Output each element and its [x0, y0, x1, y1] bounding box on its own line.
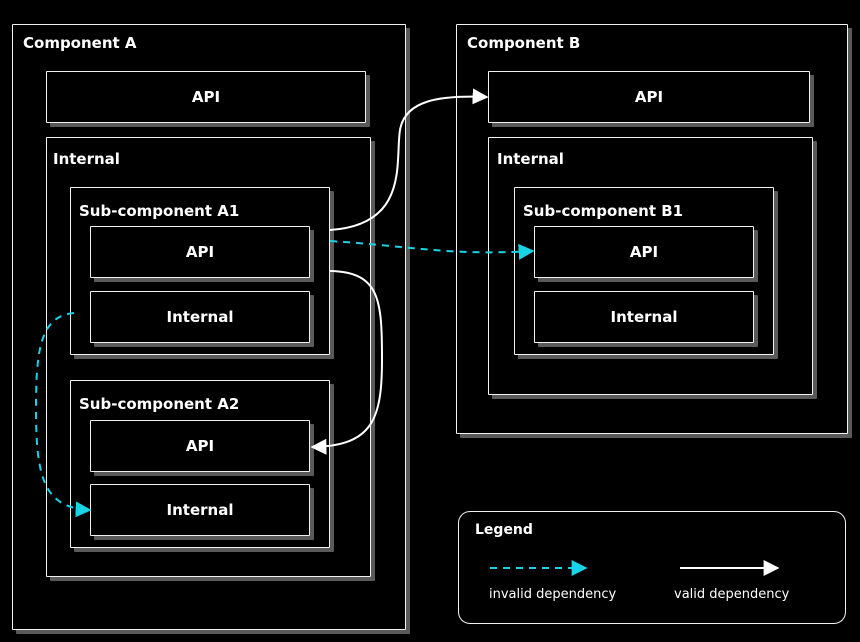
component-b: Component B	[456, 24, 848, 434]
sub-component-a1-title: Sub-component A1	[79, 202, 240, 220]
component-a: Component A	[12, 24, 406, 630]
sub-component-b1: Sub-component B1	[514, 187, 774, 355]
sub-component-a2: Sub-component A2	[70, 380, 330, 548]
legend-invalid-label: invalid dependency	[489, 587, 617, 602]
sub-component-a2-title: Sub-component A2	[79, 395, 240, 413]
component-a-api-label: API	[191, 88, 221, 106]
component-a-internal: Internal	[46, 137, 371, 577]
legend-valid-label: valid dependency	[674, 587, 790, 602]
sub-component-b1-api-label: API	[629, 243, 659, 261]
component-b-internal: Internal	[488, 137, 813, 395]
sub-component-b1-internal-label: Internal	[610, 308, 678, 326]
legend-title: Legend	[475, 522, 533, 538]
valid-arrow-a1-api-to-b-api	[329, 88, 489, 231]
sub-component-b1-internal: Internal	[534, 291, 754, 343]
sub-component-a1-internal-label: Internal	[166, 308, 234, 326]
component-a-title: Component A	[23, 34, 137, 52]
component-b-internal-title: Internal	[497, 150, 564, 168]
sub-component-a2-api: API	[90, 420, 310, 472]
invalid-arrow-a1-api-to-b1-api	[329, 240, 535, 260]
component-b-title: Component B	[467, 34, 581, 52]
legend: Legend invalid dependency valid dependen…	[458, 511, 846, 624]
sub-component-a2-api-label: API	[185, 437, 215, 455]
sub-component-b1-title: Sub-component B1	[523, 202, 684, 220]
sub-component-a1-api: API	[90, 226, 310, 278]
component-b-api-label: API	[634, 88, 664, 106]
component-a-internal-title: Internal	[53, 150, 120, 168]
valid-arrow-a1-api-to-a2-api	[310, 270, 384, 455]
invalid-arrow-a1-internal-to-a2-internal	[34, 312, 92, 518]
sub-component-a1-api-label: API	[185, 243, 215, 261]
sub-component-a1: Sub-component A1	[70, 187, 330, 355]
sub-component-a2-internal-label: Internal	[166, 501, 234, 519]
sub-component-a1-internal: Internal	[90, 291, 310, 343]
component-a-api: API	[46, 71, 366, 123]
